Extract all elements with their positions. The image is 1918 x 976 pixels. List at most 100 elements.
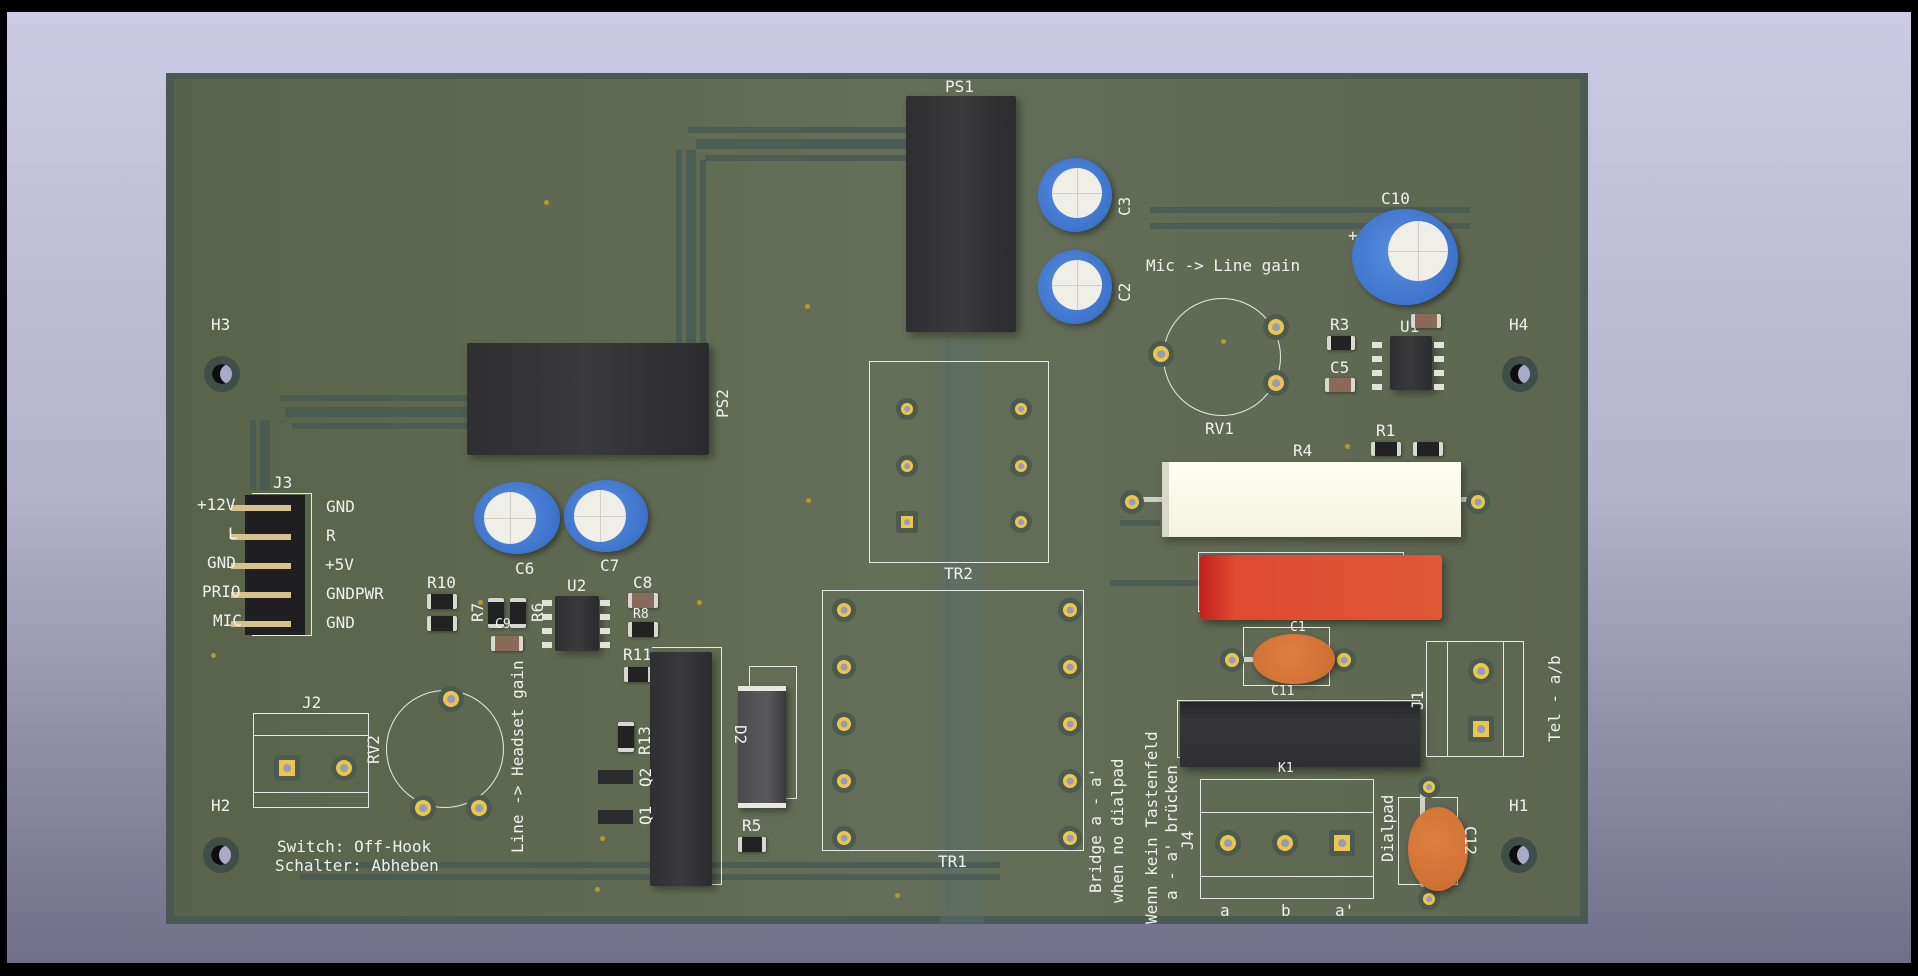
ic-pin: [1434, 370, 1444, 376]
ic-pin: [542, 614, 552, 620]
note-bridge-de-1: Wenn kein Tastenfeld: [1142, 731, 1161, 924]
pad: [832, 826, 856, 850]
j3-pin-label-left: GND: [207, 553, 236, 572]
mounting-hole-h1: [1501, 837, 1537, 873]
capacitor-c5: [1325, 378, 1355, 392]
note-tel-ab: Tel - a/b: [1545, 655, 1564, 742]
resistor-r1: [1371, 442, 1401, 456]
label-c1: C1: [1290, 620, 1306, 635]
trace: [285, 407, 467, 417]
via: [697, 600, 702, 605]
j3-outline: [252, 493, 312, 636]
label-j2: J2: [302, 693, 322, 712]
resistor-r11: [624, 667, 652, 682]
j3-pin-label-left: L: [228, 524, 238, 543]
capacitor-c11-smd: [1411, 314, 1441, 328]
connector-j2-outline: [253, 713, 369, 808]
pad: [896, 511, 918, 533]
header-pin: [231, 505, 291, 511]
pad: [1058, 598, 1082, 622]
trace: [940, 340, 984, 925]
pad: [1468, 658, 1494, 684]
label-c2: C2: [1115, 282, 1134, 302]
film-capacitor-red: [1200, 555, 1442, 620]
via: [595, 887, 600, 892]
label-h1: H1: [1509, 796, 1529, 815]
j3-pin-label-right: +5V: [325, 555, 354, 574]
capacitor-c9: [491, 636, 523, 651]
ic-pin: [1434, 356, 1444, 362]
ic-pin: [1372, 384, 1382, 390]
note-line-headset-gain: Line -> Headset gain: [508, 660, 527, 853]
pad: [1058, 826, 1082, 850]
trace: [280, 395, 467, 401]
pad: [1263, 314, 1289, 340]
trace: [260, 420, 270, 490]
pad: [1010, 455, 1032, 477]
note-bridge-de-2: a - a' brücken: [1162, 765, 1181, 900]
resistor-r8: [628, 622, 658, 637]
header-pin: [231, 621, 291, 627]
trace: [688, 127, 906, 133]
label-c3: C3: [1115, 196, 1134, 216]
ic-pin: [1434, 384, 1444, 390]
label-q2: Q2: [636, 767, 655, 787]
power-supply-ps2: [467, 343, 709, 455]
label-r7: R7: [468, 602, 487, 622]
pad: [331, 755, 357, 781]
pad: [832, 598, 856, 622]
ic-pin: [1372, 356, 1382, 362]
ic-pin: [600, 628, 610, 634]
transformer-tr2-outline: [869, 361, 1049, 563]
pad: [1272, 830, 1298, 856]
j3-pin-label-right: GND: [326, 497, 355, 516]
note-dialpad: Dialpad: [1378, 794, 1397, 862]
capacitor-c6: [474, 482, 560, 554]
label-tr1: TR1: [938, 852, 967, 871]
resistor-r5: [738, 837, 766, 852]
j3-pin-label-right: R: [326, 526, 336, 545]
via: [805, 304, 810, 309]
ic-pin: [600, 614, 610, 620]
header-pin: [231, 563, 291, 569]
label-r8: R8: [633, 607, 649, 622]
j4-pin-a-prime: a': [1335, 901, 1355, 920]
label-r3: R3: [1330, 315, 1350, 334]
label-ps1: PS1: [945, 77, 974, 96]
pad: [1263, 370, 1289, 396]
ic-pin: [600, 642, 610, 648]
mounting-hole-h3: [204, 356, 240, 392]
pad: [438, 686, 464, 712]
pad: [274, 755, 300, 781]
trace: [700, 160, 706, 345]
via: [806, 498, 811, 503]
power-supply-ps1: [906, 96, 1016, 332]
pad: [1058, 655, 1082, 679]
relay-k1: [1180, 702, 1420, 767]
capacitor-c2: [1038, 250, 1112, 324]
label-u2: U2: [567, 576, 587, 595]
j3-pin-label-left: MIC: [213, 611, 242, 630]
pad: [1466, 490, 1490, 514]
trace: [292, 423, 467, 429]
ic-pin: [600, 600, 610, 606]
note-bridge-en-2: when no dialpad: [1108, 758, 1127, 904]
mounting-hole-h2: [203, 837, 239, 873]
ic-pin: [1372, 370, 1382, 376]
via: [211, 653, 216, 658]
resistor-r3: [1327, 336, 1355, 350]
pad: [410, 795, 436, 821]
j2-inner: [253, 735, 369, 793]
trace: [250, 420, 256, 490]
label-j4: J4: [1178, 830, 1197, 850]
transistor-q1: [598, 810, 633, 824]
via: [544, 200, 549, 205]
trace: [676, 150, 682, 350]
pad: [832, 655, 856, 679]
ic-pin: [542, 628, 552, 634]
pad: [832, 769, 856, 793]
header-pin: [231, 534, 291, 540]
label-rv1: RV1: [1205, 419, 1234, 438]
pad: [1010, 511, 1032, 533]
label-c11: C11: [1271, 684, 1295, 699]
